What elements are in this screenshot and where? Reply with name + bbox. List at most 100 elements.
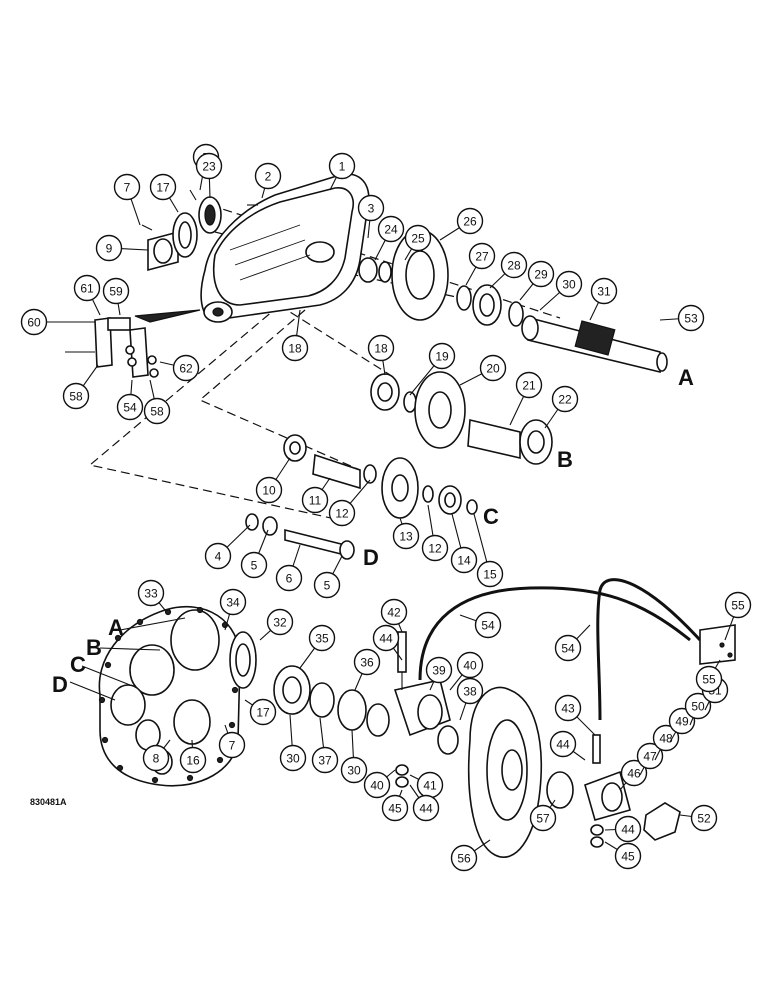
callout-number: 21 bbox=[522, 379, 536, 393]
callout-number: 14 bbox=[457, 554, 471, 568]
bracket-right bbox=[546, 734, 681, 848]
callout-circle bbox=[468, 242, 496, 270]
callout-circle bbox=[308, 624, 336, 652]
callout-5: 5 bbox=[313, 571, 341, 599]
callout-circle bbox=[149, 173, 177, 201]
callout-circle bbox=[690, 804, 718, 832]
callout-circle bbox=[313, 571, 341, 599]
callout-number: 25 bbox=[411, 232, 425, 246]
callout-8: 8 bbox=[142, 744, 170, 772]
callout-6: 6 bbox=[275, 564, 303, 592]
callout-19: 19 bbox=[428, 342, 456, 370]
callout-4: 4 bbox=[204, 542, 232, 570]
callout-30: 30 bbox=[340, 756, 368, 784]
callout-35: 35 bbox=[308, 624, 336, 652]
callout-number: 34 bbox=[226, 596, 240, 610]
section-letter-a-lower: A bbox=[108, 615, 124, 640]
callout-number: 1 bbox=[339, 160, 346, 174]
callout-45: 45 bbox=[381, 794, 409, 822]
callout-circle bbox=[357, 194, 385, 222]
callout-58: 58 bbox=[143, 397, 171, 425]
callout-circle bbox=[555, 270, 583, 298]
callout-circle bbox=[421, 534, 449, 562]
callout-circle bbox=[620, 759, 648, 787]
callout-circle bbox=[195, 152, 223, 180]
callout-number: 54 bbox=[123, 401, 137, 415]
callout-circle bbox=[353, 648, 381, 676]
callout-circle bbox=[95, 234, 123, 262]
callout-number: 22 bbox=[558, 393, 572, 407]
callout-18: 18 bbox=[281, 334, 309, 362]
callout-number: 2 bbox=[265, 170, 272, 184]
callout-23: 23 bbox=[195, 152, 223, 180]
callout-1: 1 bbox=[328, 152, 356, 180]
callout-30: 30 bbox=[555, 270, 583, 298]
callout-circle bbox=[340, 756, 368, 784]
callout-number: 12 bbox=[428, 542, 442, 556]
bracket-left bbox=[393, 631, 459, 788]
callout-number: 56 bbox=[457, 852, 471, 866]
callout-34: 34 bbox=[219, 588, 247, 616]
callout-50: 50 bbox=[684, 692, 712, 720]
callout-number: 55 bbox=[702, 673, 716, 687]
callout-2: 2 bbox=[254, 162, 282, 190]
callout-number: 40 bbox=[463, 659, 477, 673]
callout-number: 3 bbox=[368, 202, 375, 216]
callout-circle bbox=[456, 677, 484, 705]
callout-9: 9 bbox=[95, 234, 123, 262]
callout-number: 50 bbox=[691, 700, 705, 714]
callout-number: 55 bbox=[731, 599, 745, 613]
section-letter-b-upper: B bbox=[557, 447, 573, 472]
callout-number: 23 bbox=[202, 160, 216, 174]
callout-circle bbox=[279, 744, 307, 772]
callout-circle bbox=[249, 698, 277, 726]
callout-54: 54 bbox=[116, 393, 144, 421]
callout-number: 26 bbox=[463, 215, 477, 229]
callout-circle bbox=[73, 274, 101, 302]
callout-number: 58 bbox=[150, 405, 164, 419]
callout-circle bbox=[372, 624, 400, 652]
figure-code: 830481A bbox=[30, 797, 67, 807]
callout-circle bbox=[590, 277, 618, 305]
callout-circle bbox=[20, 308, 48, 336]
callout-7: 7 bbox=[113, 173, 141, 201]
callout-circle bbox=[392, 522, 420, 550]
callout-circle bbox=[450, 844, 478, 872]
callout-56: 56 bbox=[450, 844, 478, 872]
callout-circle bbox=[137, 579, 165, 607]
callout-number: 30 bbox=[347, 764, 361, 778]
middle-shaft-assembly bbox=[370, 371, 553, 465]
callout-number: 5 bbox=[324, 579, 331, 593]
callout-circle bbox=[172, 354, 200, 382]
callout-number: 44 bbox=[621, 823, 635, 837]
callout-27: 27 bbox=[468, 242, 496, 270]
callout-number: 40 bbox=[370, 779, 384, 793]
callout-number: 42 bbox=[387, 606, 401, 620]
callout-number: 9 bbox=[106, 242, 113, 256]
callout-39: 39 bbox=[425, 656, 453, 684]
callout-18: 18 bbox=[367, 334, 395, 362]
callout-number: 7 bbox=[229, 739, 236, 753]
callout-48: 48 bbox=[652, 724, 680, 752]
section-letter-b-lower: B bbox=[86, 635, 102, 660]
callout-number: 47 bbox=[643, 750, 657, 764]
callout-41: 41 bbox=[416, 771, 444, 799]
callout-number: 30 bbox=[562, 278, 576, 292]
callout-number: 6 bbox=[286, 572, 293, 586]
callout-17: 17 bbox=[249, 698, 277, 726]
gearbox-housing bbox=[200, 173, 370, 323]
callout-number: 44 bbox=[419, 802, 433, 816]
callout-number: 39 bbox=[432, 664, 446, 678]
callout-number: 57 bbox=[536, 812, 550, 826]
callout-54: 54 bbox=[474, 611, 502, 639]
callout-circle bbox=[450, 546, 478, 574]
callout-number: 17 bbox=[156, 181, 170, 195]
callout-circle bbox=[456, 651, 484, 679]
callout-circle bbox=[377, 215, 405, 243]
callout-29: 29 bbox=[527, 260, 555, 288]
callout-number: 37 bbox=[318, 754, 332, 768]
callout-circle bbox=[549, 730, 577, 758]
callout-26: 26 bbox=[456, 207, 484, 235]
callout-circle bbox=[218, 731, 246, 759]
